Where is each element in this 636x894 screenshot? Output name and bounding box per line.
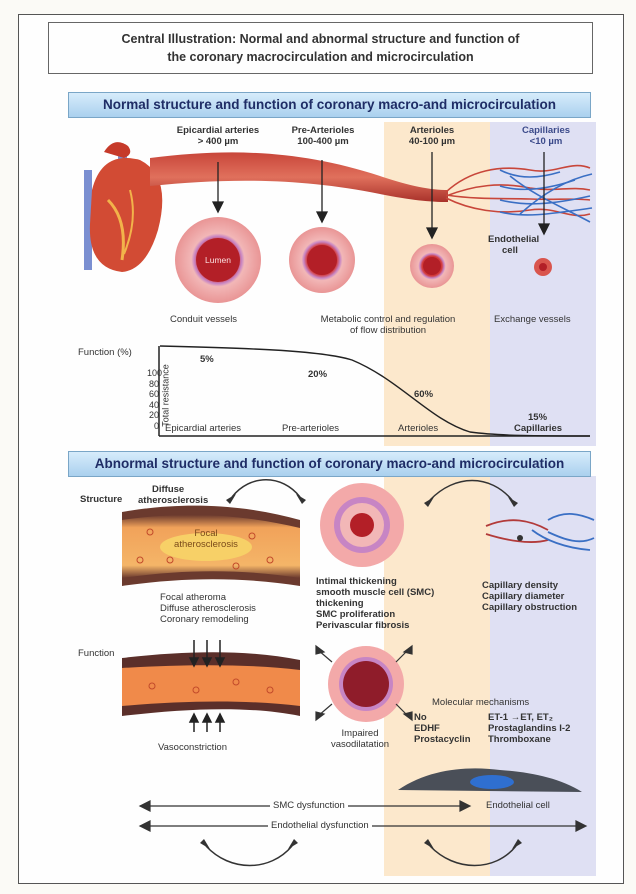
structure-label: Structure	[80, 494, 122, 505]
finding-capillary-diameter: Capillary diameter	[482, 591, 577, 602]
prearterioles-resistance: 20%	[308, 369, 327, 380]
epicardial-size: > 400 µm	[168, 136, 268, 147]
finding-coronary-remodeling: Coronary remodeling	[160, 614, 256, 625]
y-tick: 60	[147, 389, 159, 400]
constricted-artery	[122, 652, 300, 716]
mech-edhf: EDHF	[414, 723, 471, 734]
y-tick: 20	[147, 410, 159, 421]
endothelial-label-line-2: cell	[488, 245, 539, 256]
diffuse-line-2: atherosclerosis	[138, 495, 208, 506]
endothelial-nucleus	[470, 775, 514, 789]
capillaries-segment-label: Capillaries	[514, 423, 562, 434]
finding-diffuse-atherosclerosis: Diffuse atherosclerosis	[160, 603, 256, 614]
title-line-1: Central Illustration: Normal and abnorma…	[49, 30, 592, 48]
finding-smc-proliferation: SMC proliferation	[316, 609, 434, 620]
mech-prostaglandins: Prostaglandins I-2	[488, 723, 570, 734]
epicardial-segment-label: Epicardial arteries	[165, 423, 241, 434]
epicardial-name: Epicardial arteries	[168, 125, 268, 136]
capillaries-label: Capillaries <10 µm	[506, 125, 586, 147]
arterioles-resistance: 60%	[414, 389, 433, 400]
endothelial-dysfunction-label: Endothelial dysfunction	[268, 820, 372, 831]
arterioles-name: Arterioles	[392, 125, 472, 136]
normal-section-title: Normal structure and function of coronar…	[68, 92, 591, 118]
impaired-line-2: vasodilatation	[314, 739, 406, 750]
capillaries-zone-bg-abnormal	[490, 476, 596, 876]
finding-intimal-thickening: Intimal thickening	[316, 576, 434, 587]
epicardial-label: Epicardial arteries > 400 µm	[168, 125, 268, 147]
impaired-line-1: Impaired	[314, 728, 406, 739]
finding-capillary-obstruction: Capillary obstruction	[482, 602, 577, 613]
capillaries-size: <10 µm	[506, 136, 586, 147]
endothelial-label-line-1: Endothelial	[488, 234, 539, 245]
mech-no: No	[414, 712, 471, 723]
molecular-mechanisms-title: Molecular mechanisms	[432, 697, 529, 708]
prearterioles-size: 100-400 µm	[278, 136, 368, 147]
macro-findings: Focal atheroma Diffuse atherosclerosis C…	[160, 592, 256, 625]
endothelial-cell-caption: Endothelial cell	[486, 800, 550, 811]
arterioles-segment-label: Arterioles	[398, 423, 438, 434]
arteriole-findings: Intimal thickening smooth muscle cell (S…	[316, 576, 434, 631]
title-line-2: the coronary macrocirculation and microc…	[49, 48, 592, 66]
impaired-vasodilatation-label: Impaired vasodilatation	[314, 728, 406, 750]
lumen-label: Lumen	[194, 255, 242, 266]
prearterioles-label: Pre-Arterioles 100-400 µm	[278, 125, 368, 147]
mech-et1: ET-1 →ET, ET₂	[488, 712, 570, 723]
function-percent-label: Function (%)	[78, 347, 132, 358]
molecular-left: No EDHF Prostacyclin	[414, 712, 471, 745]
arterioles-size: 40-100 µm	[392, 136, 472, 147]
conduit-vessels-label: Conduit vessels	[170, 314, 237, 325]
y-axis-ticks: 100 80 60 40 20 0	[147, 368, 159, 431]
y-tick: 100	[147, 368, 159, 379]
epicardial-resistance: 5%	[200, 354, 214, 365]
metabolic-line-1: Metabolic control and regulation	[288, 314, 488, 325]
function-label: Function	[78, 648, 114, 659]
molecular-right: ET-1 →ET, ET₂ Prostaglandins I-2 Thrombo…	[488, 712, 570, 745]
diffuse-line-1: Diffuse	[138, 484, 208, 495]
central-illustration-title: Central Illustration: Normal and abnorma…	[48, 22, 593, 74]
finding-perivascular-fibrosis: Perivascular fibrosis	[316, 620, 434, 631]
diffuse-atherosclerosis-label: Diffuse atherosclerosis	[138, 484, 208, 506]
mech-prostacyclin: Prostacyclin	[414, 734, 471, 745]
finding-smc: smooth muscle cell (SMC)	[316, 587, 434, 598]
y-tick: 80	[147, 379, 159, 390]
metabolic-control-label: Metabolic control and regulation of flow…	[288, 314, 488, 336]
vasoconstriction-label: Vasoconstriction	[158, 742, 227, 753]
y-tick: 40	[147, 400, 159, 411]
finding-capillary-density: Capillary density	[482, 580, 577, 591]
focal-line-2: atherosclerosis	[166, 539, 246, 550]
capillaries-resistance: 15%	[528, 412, 547, 423]
finding-thickening: thickening	[316, 598, 434, 609]
focal-line-1: Focal	[166, 528, 246, 539]
arterioles-label: Arterioles 40-100 µm	[392, 125, 472, 147]
abnormal-section-title: Abnormal structure and function of coron…	[68, 451, 591, 477]
capillary-findings: Capillary density Capillary diameter Cap…	[482, 580, 577, 613]
prearterioles-name: Pre-Arterioles	[278, 125, 368, 136]
metabolic-line-2: of flow distribution	[288, 325, 488, 336]
endothelial-cell-label: Endothelial cell	[488, 234, 539, 256]
capillaries-name: Capillaries	[506, 125, 586, 136]
prearterioles-segment-label: Pre-arterioles	[282, 423, 339, 434]
focal-atherosclerosis-label: Focal atherosclerosis	[166, 528, 246, 550]
y-tick: 0	[147, 421, 159, 432]
finding-focal-atheroma: Focal atheroma	[160, 592, 256, 603]
mech-thromboxane: Thromboxane	[488, 734, 570, 745]
smc-dysfunction-label: SMC dysfunction	[270, 800, 348, 811]
exchange-vessels-label: Exchange vessels	[494, 314, 571, 325]
